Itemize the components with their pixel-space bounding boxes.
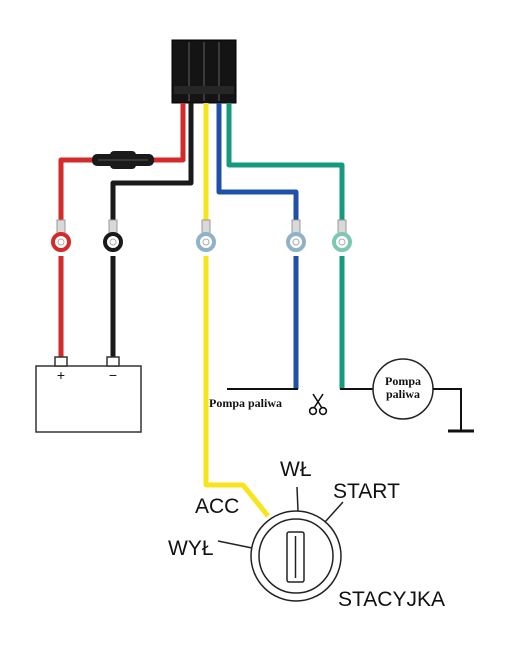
ignition-start-label: START — [333, 480, 400, 503]
battery-plus-label: + — [57, 367, 65, 383]
fuel-pump: Pompa paliwa — [340, 358, 462, 430]
ring-terminal-black — [103, 219, 123, 252]
fuel-pump-label-line2: paliwa — [386, 387, 420, 401]
black-wire — [110, 103, 194, 360]
ignition-on-pointer — [296, 486, 299, 512]
ring-terminal-green — [332, 219, 352, 252]
fuel-pump-cut-line: Pompa paliwa — [209, 388, 298, 410]
ignition-off-pointer — [217, 540, 253, 549]
red-wire — [58, 103, 186, 360]
ring-terminal-blue — [286, 219, 306, 252]
relay-module — [171, 39, 237, 104]
ignition-acc-label: ACC — [195, 495, 239, 518]
ignition-on-label: WŁ — [280, 458, 312, 481]
battery: + − — [35, 356, 142, 433]
green-wire — [226, 103, 345, 389]
yellow-wire — [203, 103, 270, 518]
ignition-start-pointer — [324, 501, 344, 523]
ignition-switch: ACC WYŁ WŁ START STACYJKA — [168, 458, 445, 611]
ring-terminal-yellow — [196, 219, 216, 252]
ignition-title: STACYJKA — [338, 588, 445, 611]
ignition-off-label: WYŁ — [168, 537, 214, 560]
fuse-icon — [92, 151, 154, 169]
scissors-icon — [308, 393, 328, 416]
fuel-pump-label-line1: Pompa — [385, 374, 421, 388]
fuel-pump-cut-label: Pompa paliwa — [209, 396, 282, 410]
battery-minus-label: − — [109, 367, 117, 383]
blue-wire — [216, 103, 299, 389]
ring-terminal-red — [51, 219, 71, 252]
